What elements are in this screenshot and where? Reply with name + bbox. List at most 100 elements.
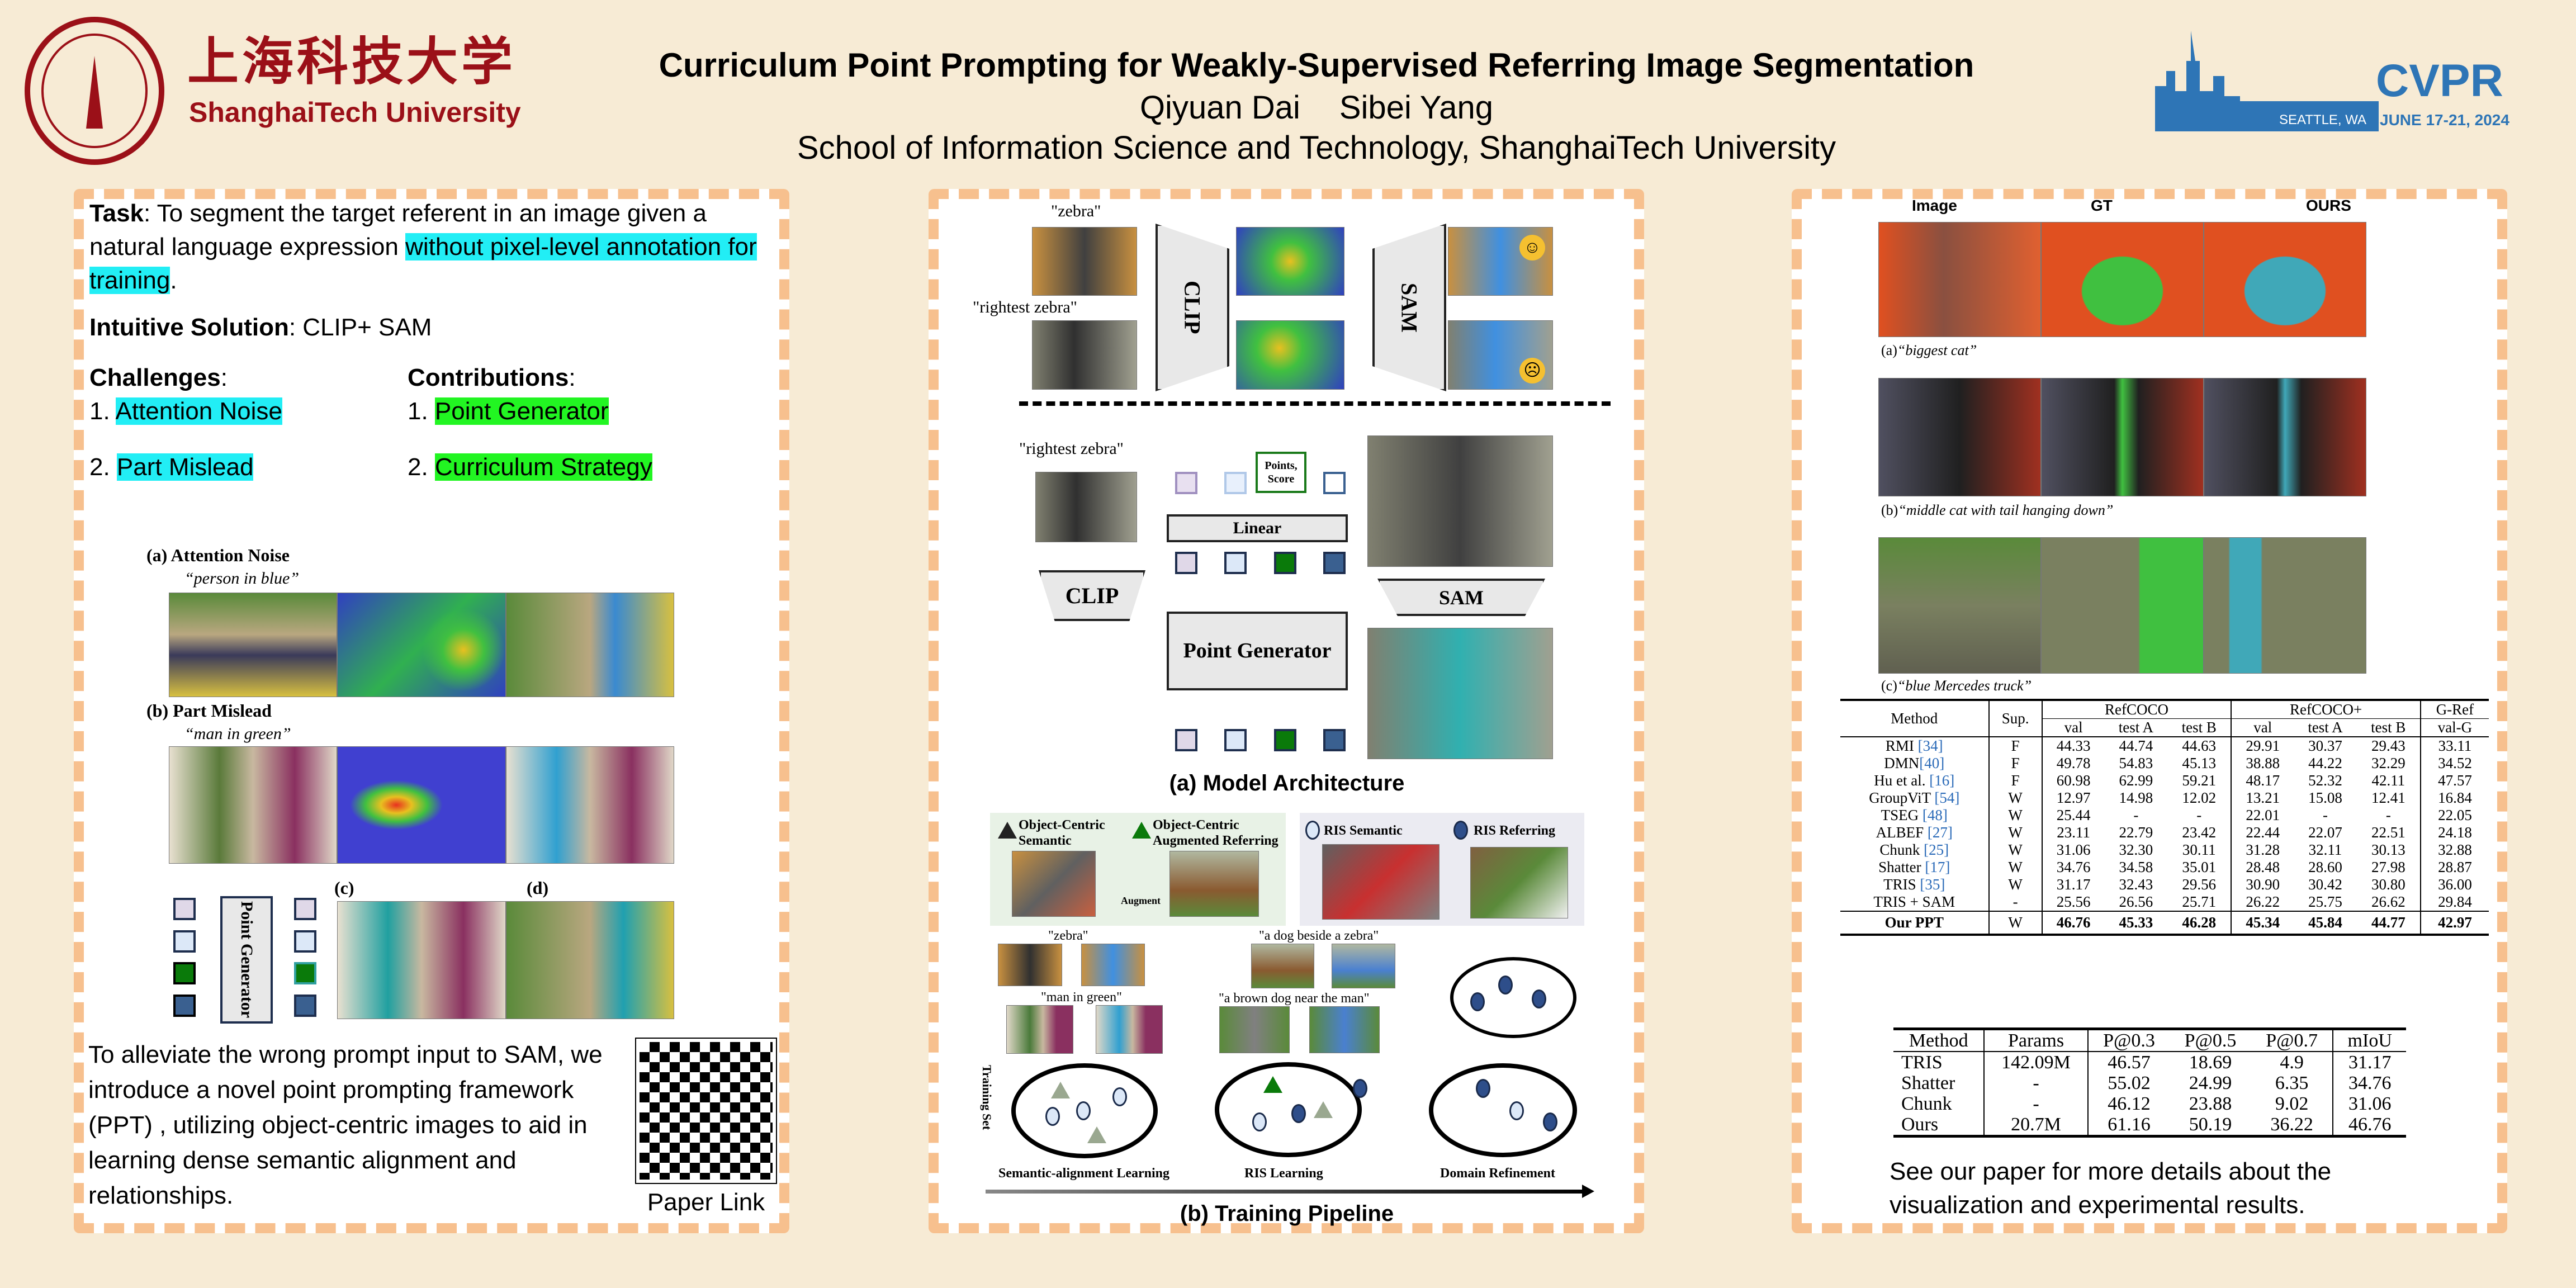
sup-cell: W [1988, 876, 2043, 893]
citation-link[interactable]: [35] [1920, 876, 1945, 893]
light-triangle-icon [1051, 1082, 1070, 1098]
method-cell: Hu et al. [16] [1840, 772, 1990, 789]
method-name: DMN [1884, 755, 1920, 771]
dark-circle-icon [1353, 1079, 1367, 1098]
th-sup: Sup. [1988, 700, 2043, 737]
citation-link[interactable]: [40] [1919, 755, 1945, 771]
value-cell: 22.07 [2308, 824, 2342, 841]
cats-gt [2041, 378, 2204, 496]
example-image [1251, 944, 1314, 988]
value-cell: 25.44 [2056, 807, 2091, 823]
citation-link[interactable]: [17] [1925, 859, 1950, 875]
challenge-2: 2. Part Mislead [89, 451, 408, 484]
value-cell: 29.56 [2167, 876, 2232, 893]
method-name: GroupViT [1869, 789, 1935, 806]
legend-oc-augmented: Object-Centric Augmented Referring [1153, 818, 1278, 848]
th-refcocoplus: RefCOCO+ [2231, 700, 2421, 719]
clip-encoder: CLIP [1156, 224, 1229, 391]
value-cell: 22.79 [2119, 824, 2153, 841]
cats-ours [2204, 378, 2366, 496]
value-cell: 34.58 [2119, 859, 2153, 875]
cell: TRIS [1893, 1052, 1985, 1073]
token-square [294, 995, 316, 1017]
value-cell: 30.90 [2246, 876, 2280, 893]
sup-cell: W [1988, 911, 2043, 935]
value-cell: 30.13 [2356, 841, 2421, 859]
sam-label: SAM [1439, 586, 1484, 609]
challenge-text: Attention Noise [115, 397, 282, 425]
value-cell: 47.57 [2438, 772, 2472, 789]
truck-image [1878, 537, 2041, 674]
method-name: RMI [1885, 737, 1918, 754]
value-cell: 22.01 [2246, 807, 2280, 823]
citation-link[interactable]: [27] [1927, 824, 1953, 841]
th-p03: P@0.3 [2103, 1030, 2155, 1051]
col-header-ours: OURS [2306, 197, 2351, 214]
point-generator-block: Point Generator [1167, 612, 1348, 690]
citation-link[interactable]: [54] [1934, 789, 1960, 806]
solution-label: Intuitive Solution [89, 314, 289, 341]
citation-link[interactable]: [34] [1917, 737, 1943, 754]
value-cell: - [2133, 807, 2139, 823]
task-label: Task [89, 200, 144, 227]
token-square [173, 995, 196, 1017]
confused-face-icon: ☹ [1519, 358, 1545, 383]
citation-link[interactable]: [48] [1922, 807, 1948, 823]
points-score-label: Points, Score [1265, 460, 1298, 485]
legend-oc-semantic: Object-Centric Semantic [1019, 818, 1105, 848]
dark-circle-icon [1453, 821, 1468, 840]
example-zebra: "zebra" [1048, 929, 1088, 943]
stage-semantic-alignment: Semantic-alignment Learning [998, 1166, 1169, 1181]
example-mask [1332, 944, 1395, 988]
output-token [1175, 472, 1197, 494]
fig-b-query: “man in green” [184, 724, 291, 743]
contributions-heading: Contributions: [408, 364, 576, 391]
cell: 55.02 [2108, 1073, 2151, 1093]
value-cell: 28.87 [2438, 859, 2472, 875]
th-params: Params [1984, 1029, 2089, 1052]
cell: - [1984, 1093, 2089, 1114]
citation-link[interactable]: [25] [1924, 841, 1949, 858]
value-cell: 28.60 [2308, 859, 2342, 875]
method-cell: Our PPT [1840, 911, 1990, 935]
value-cell: 45.13 [2167, 755, 2232, 772]
light-circle-icon [1305, 821, 1320, 840]
arch-query: "rightest zebra" [1019, 439, 1124, 458]
author-2: Sibei Yang [1339, 89, 1494, 126]
value-cell: 26.62 [2356, 893, 2421, 911]
sam-label: SAM [1396, 282, 1422, 333]
challenges-label: Challenges [89, 364, 221, 391]
cell: 31.17 [2348, 1052, 2392, 1073]
point-generator-label: Point Generator [1183, 639, 1332, 662]
token-square [294, 930, 316, 953]
point-result-image-d [506, 901, 674, 1019]
section-divider [1019, 401, 1611, 406]
value-cell: 35.01 [2167, 859, 2232, 876]
light-triangle-icon [1314, 1101, 1333, 1118]
label: (a) [1881, 342, 1897, 358]
value-cell: 15.08 [2308, 789, 2342, 806]
paper-link-label[interactable]: Paper Link [647, 1188, 765, 1216]
num: 2. [89, 453, 117, 481]
method-name: Hu et al. [1874, 772, 1930, 789]
augment-arrow-label: Augment [1121, 895, 1161, 906]
query-zebra: "zebra" [1051, 202, 1101, 220]
cell: 36.22 [2251, 1114, 2334, 1137]
linear-layer: Linear [1167, 514, 1348, 542]
dark-circle-icon [1543, 1112, 1557, 1131]
cell: 18.69 [2189, 1052, 2232, 1073]
value-cell: 54.83 [2119, 755, 2153, 771]
citation-link[interactable]: [16] [1929, 772, 1955, 789]
value-cell: 46.76 [2056, 914, 2091, 931]
token-square [173, 930, 196, 953]
qr-code[interactable] [635, 1038, 777, 1184]
cvpr-logo: CVPR SEATTLE, WA JUNE 17-21, 2024 [2155, 31, 2524, 137]
value-cell: 26.22 [2246, 893, 2280, 910]
value-cell: 42.11 [2356, 772, 2421, 789]
solution-value: : CLIP+ SAM [288, 314, 432, 341]
footer-text: See our paper for more details about the… [1890, 1158, 2332, 1219]
feature-token [1274, 552, 1296, 574]
